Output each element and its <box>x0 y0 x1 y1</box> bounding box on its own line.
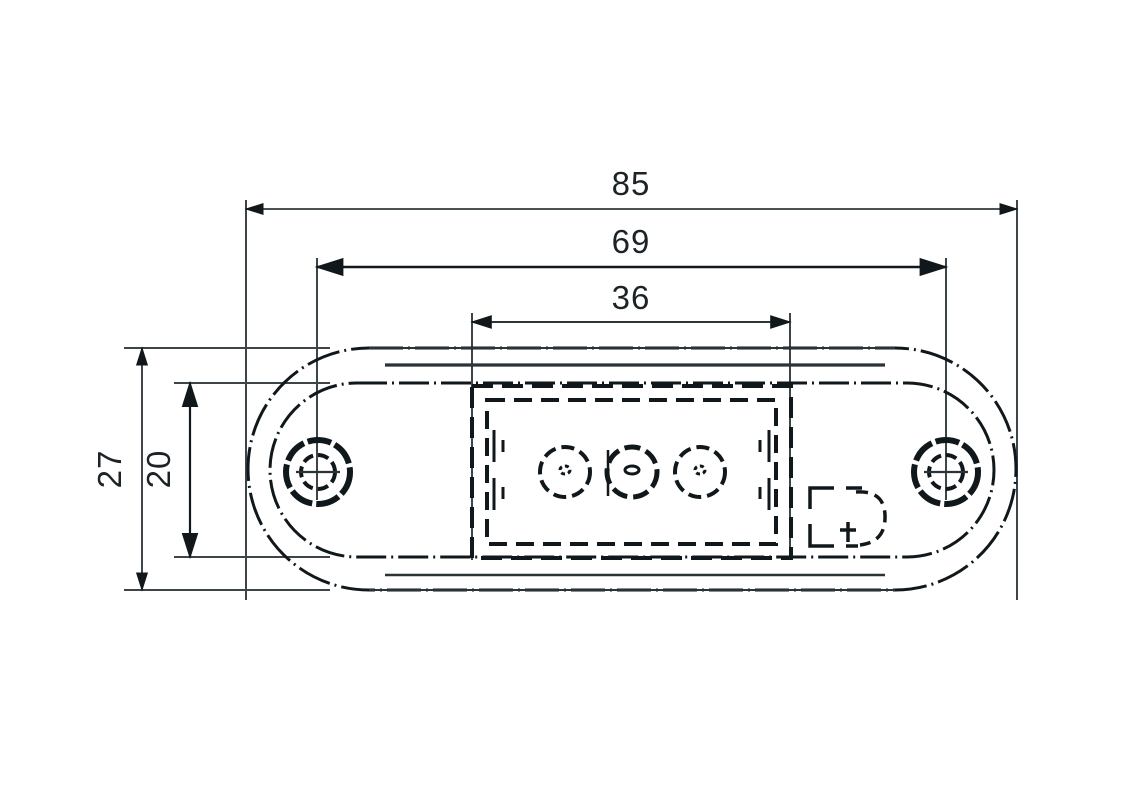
lens-rect-inner <box>485 398 778 546</box>
cable-detail-bracket-upper <box>808 486 862 509</box>
led-group <box>538 444 727 500</box>
right-mounting-hole-outer <box>911 437 981 507</box>
led-right-center-mark <box>693 464 707 476</box>
led-center-center-mark <box>623 464 641 476</box>
lens-inner-ticks <box>492 430 771 510</box>
dimension-label-69: 69 <box>612 223 651 260</box>
led-left-center-mark <box>558 464 572 476</box>
dimension-label-20: 20 <box>140 450 177 489</box>
led-center-circle <box>604 444 660 500</box>
cable-detail-bracket-lower <box>808 524 858 548</box>
lens-window-group <box>470 384 793 560</box>
lens-rect-outer <box>470 384 793 560</box>
dimension-label-27: 27 <box>91 450 128 489</box>
led-left-circle <box>538 445 592 499</box>
left-mounting-hole-outer <box>283 437 353 507</box>
led-right-circle <box>673 445 727 499</box>
body-edge-lines <box>369 347 895 591</box>
cable-detail-inner-mark <box>840 522 856 542</box>
cable-exit-detail <box>808 486 887 548</box>
mounting-holes-group <box>283 437 981 507</box>
dimension-lines <box>135 202 1019 592</box>
dimension-label-85: 85 <box>612 165 651 202</box>
dimension-label-36: 36 <box>612 279 651 316</box>
body-inner-contour <box>268 381 996 559</box>
cable-detail-round-right <box>855 490 887 547</box>
